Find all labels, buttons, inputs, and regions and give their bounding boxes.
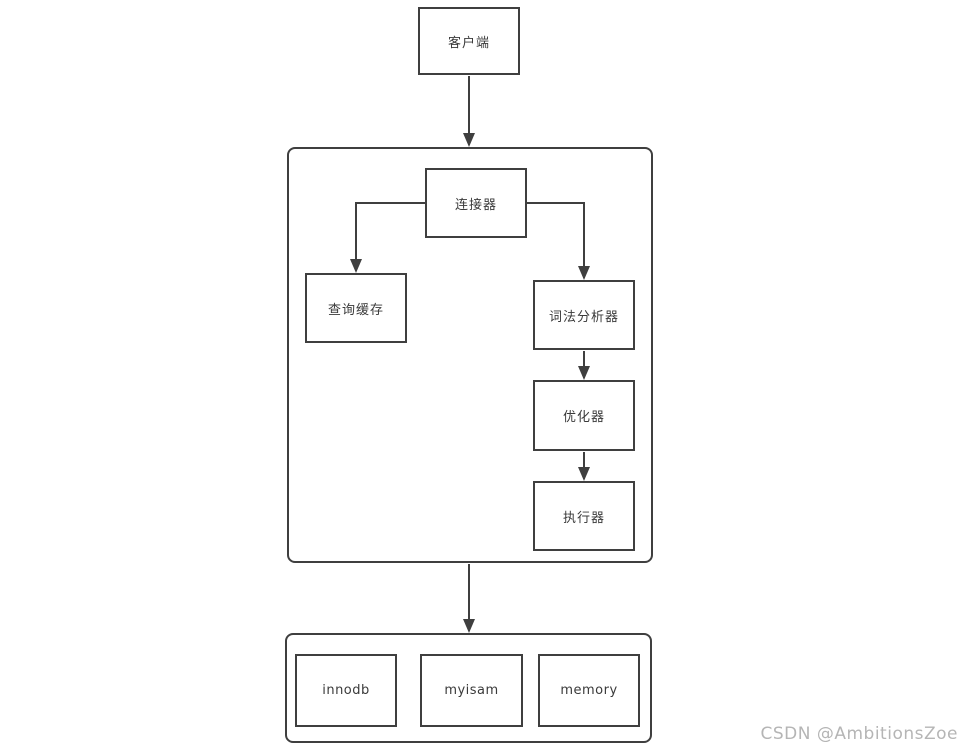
node-executor-label: 执行器 bbox=[562, 510, 605, 526]
node-innodb-label: innodb bbox=[322, 683, 370, 698]
node-query-cache-label: 查询缓存 bbox=[327, 302, 384, 318]
edge-connector-to-query-cache-arrow bbox=[350, 202, 425, 273]
node-innodb: innodb bbox=[295, 654, 397, 727]
node-client-label: 客户端 bbox=[447, 35, 490, 51]
node-client: 客户端 bbox=[418, 7, 520, 75]
node-memory: memory bbox=[538, 654, 640, 727]
edge-connector-to-lexer-arrow bbox=[527, 202, 590, 280]
node-executor: 执行器 bbox=[533, 481, 635, 551]
node-memory-label: memory bbox=[560, 683, 618, 698]
node-optimizer-label: 优化器 bbox=[562, 410, 605, 425]
storage-engines-container bbox=[285, 633, 652, 743]
node-myisam: myisam bbox=[420, 654, 523, 727]
csdn-watermark: CSDN @AmbitionsZoe bbox=[760, 724, 958, 744]
node-query-cache: 查询缓存 bbox=[305, 273, 407, 343]
node-lexer-label: 词法分析器 bbox=[548, 309, 619, 325]
node-connector-label: 连接器 bbox=[454, 197, 497, 213]
node-myisam-label: myisam bbox=[444, 683, 499, 698]
node-optimizer: 优化器 bbox=[533, 380, 635, 451]
node-lexer: 词法分析器 bbox=[533, 280, 635, 350]
node-connector: 连接器 bbox=[425, 168, 527, 238]
server-layer-container bbox=[287, 147, 653, 563]
